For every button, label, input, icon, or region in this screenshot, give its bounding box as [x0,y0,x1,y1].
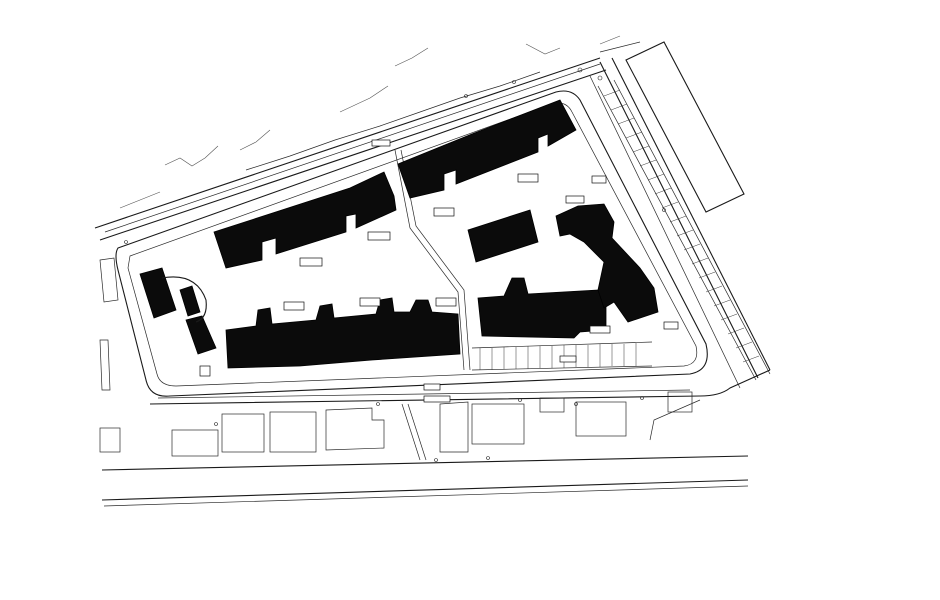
neighbouring-plots-north [119,35,621,209]
survey-marks [124,67,666,462]
northeast-parcel [599,41,745,213]
building-block-central [467,209,539,263]
parking-south [471,341,653,371]
building-block-north-east [397,99,577,199]
plan-tags [199,139,679,403]
west-arc [161,276,207,323]
north-street [94,57,607,241]
building-block-south-west [225,297,461,369]
building-block-east [555,203,659,323]
parking-east [597,79,771,381]
footpath [394,149,471,461]
building-block-south-east [477,277,607,339]
building-block-west-upper [139,267,177,319]
east-street [589,57,771,389]
south-street [101,369,771,507]
building-block-west-lower [179,285,217,355]
neighbouring-plots-south [99,257,693,457]
building-block-north-west [213,171,397,269]
site-boundary [115,90,708,397]
